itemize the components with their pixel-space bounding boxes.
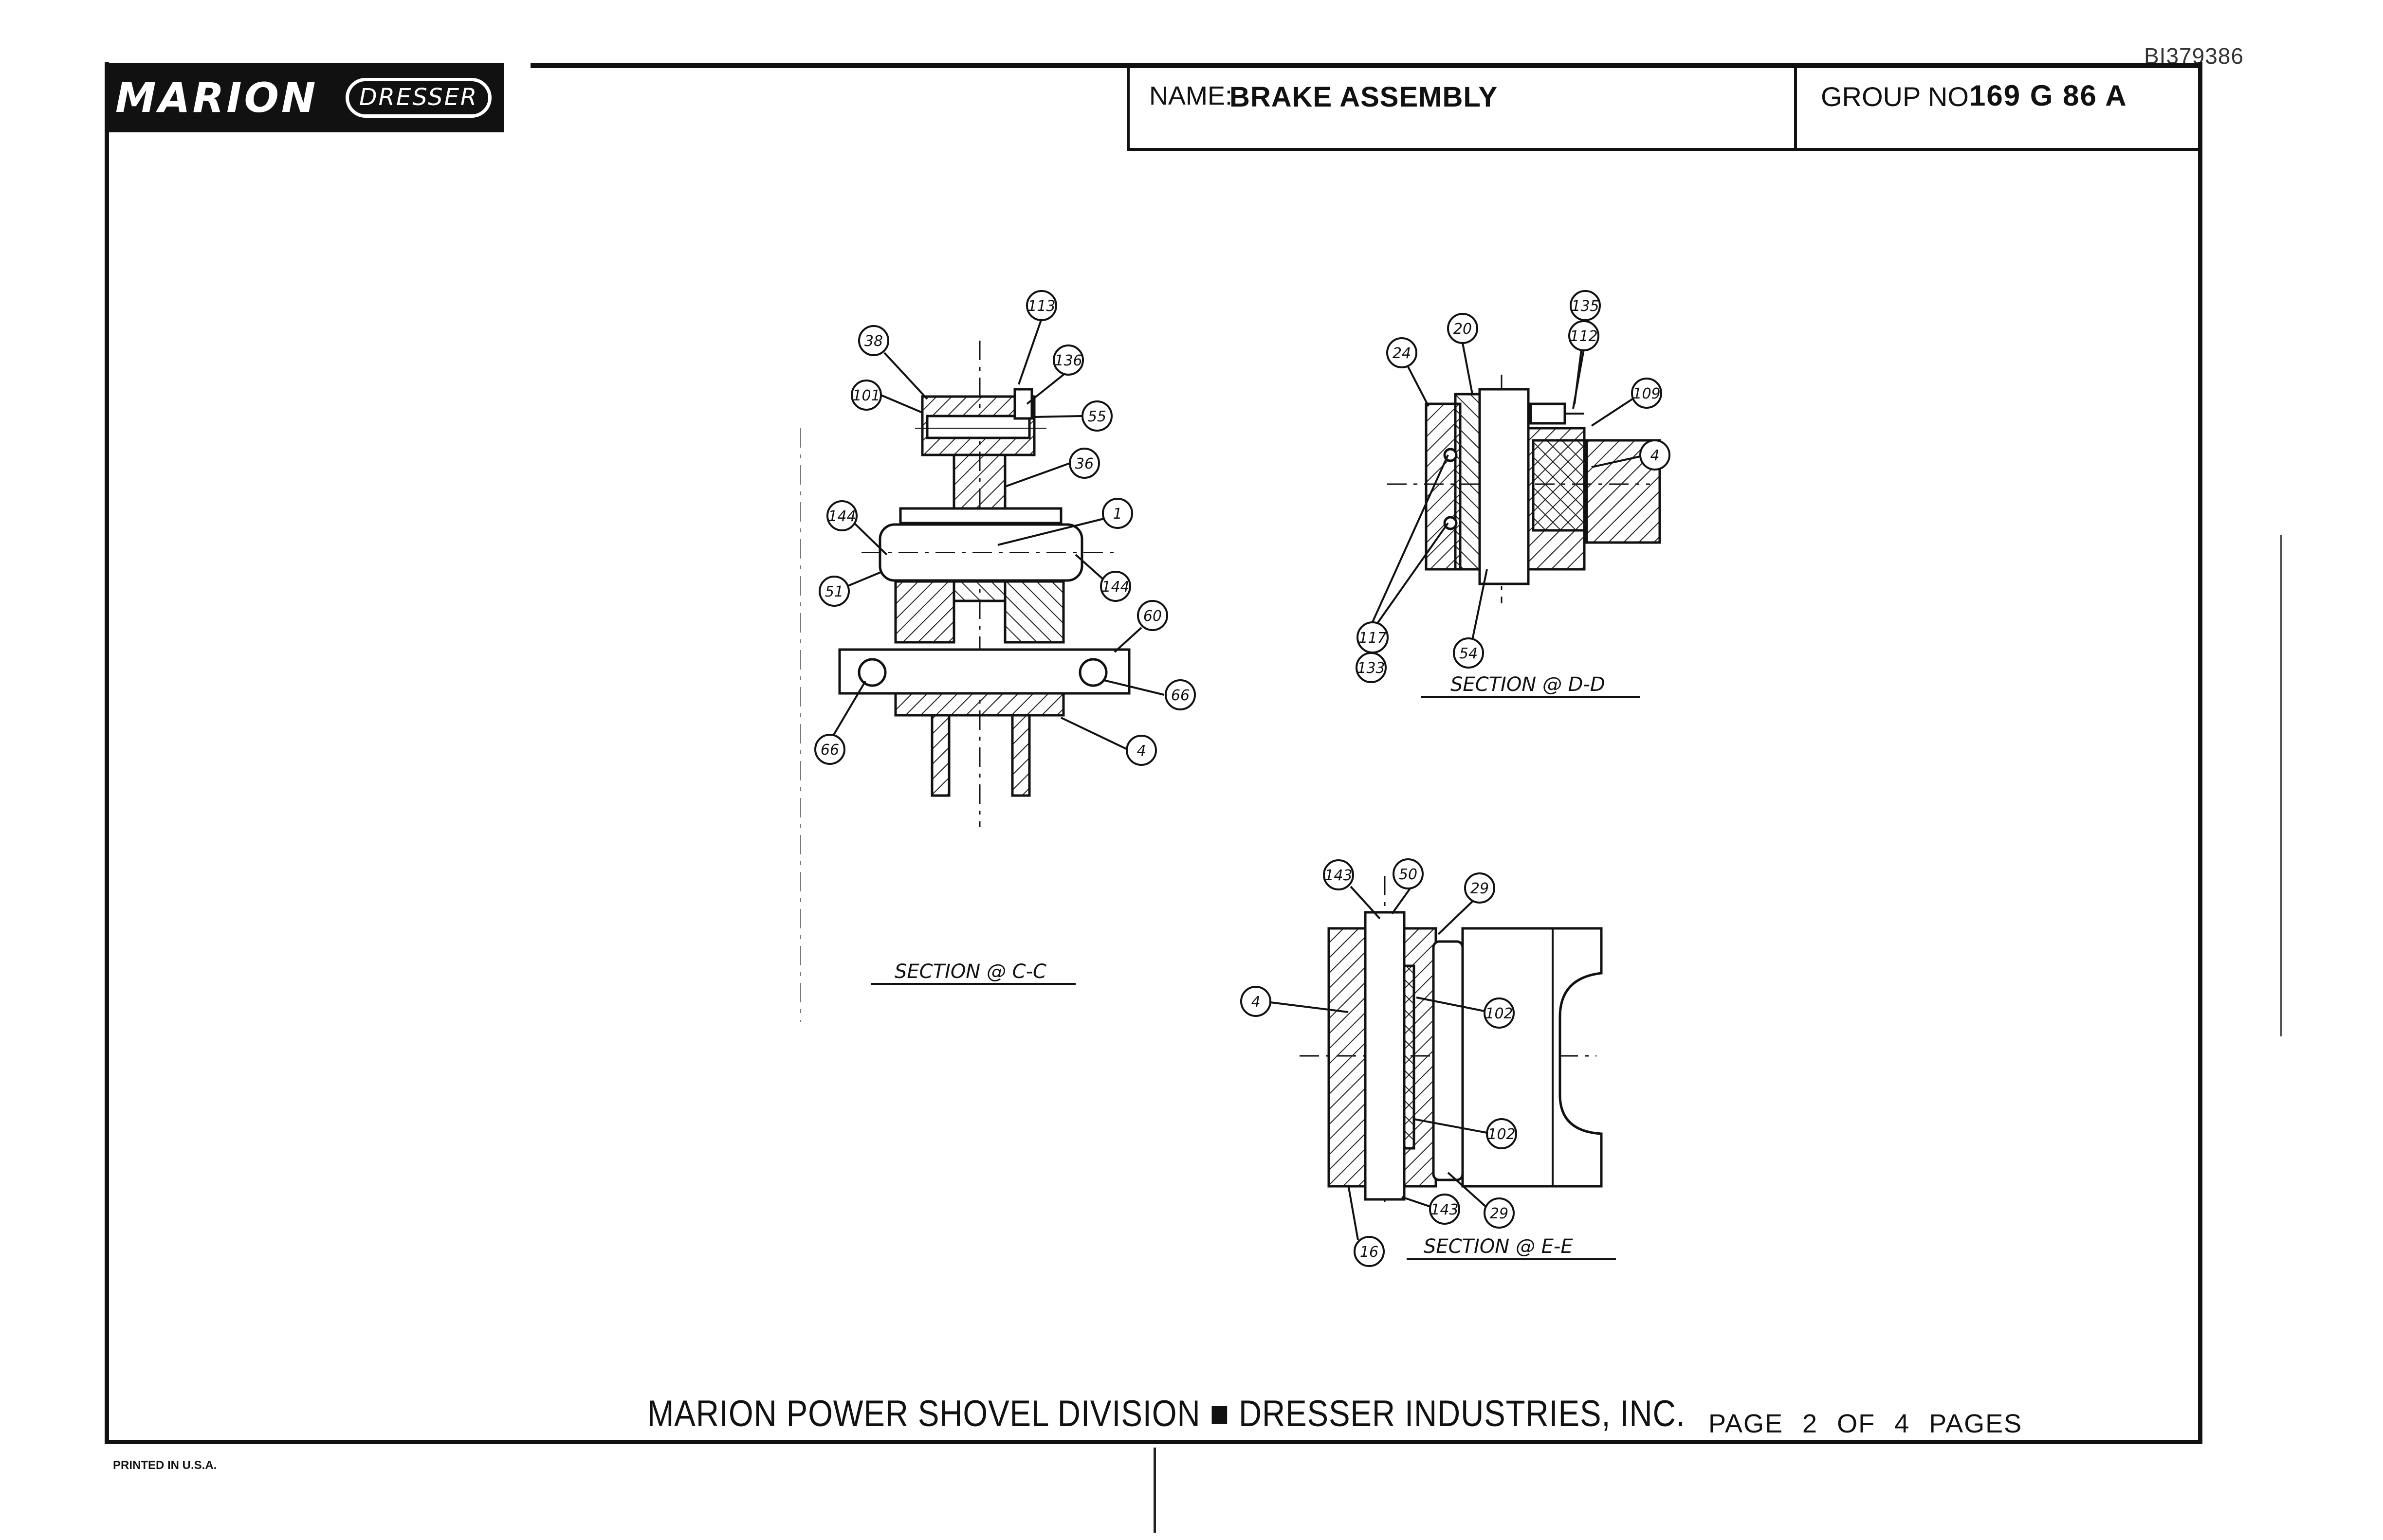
balloon-143: 143 <box>1324 867 1352 884</box>
edge-mark <box>2280 535 2282 1036</box>
center-mark <box>1154 1448 1156 1533</box>
balloon-136: 136 <box>1054 352 1082 369</box>
title-block-divider <box>1794 66 1797 151</box>
company-name: MARION POWER SHOVEL DIVISION ■ DRESSER I… <box>647 1393 1686 1434</box>
balloon-112: 112 <box>1570 328 1597 345</box>
balloon-113: 113 <box>1027 298 1055 315</box>
balloon-4: 4 <box>1137 743 1146 760</box>
balloon-51: 51 <box>825 583 843 600</box>
balloon-29: 29 <box>1470 880 1489 897</box>
balloon-117: 117 <box>1358 630 1386 647</box>
balloon-55: 55 <box>1088 408 1106 425</box>
section-cc-label: SECTION @ C-C <box>895 960 1046 983</box>
balloon-4: 4 <box>1251 994 1260 1011</box>
balloon-1: 1 <box>1113 506 1122 523</box>
balloon-24: 24 <box>1393 345 1411 362</box>
section-dd-label: SECTION @ D-D <box>1450 673 1605 696</box>
section-dd-view <box>1387 375 1661 603</box>
balloon-66: 66 <box>821 742 839 759</box>
balloon-29: 29 <box>1490 1205 1508 1222</box>
page-number: PAGE 2 OF 4 PAGES <box>1708 1409 2023 1438</box>
group-number: 169 G 86 A <box>1969 79 2127 112</box>
name-label: NAME: <box>1149 81 1233 110</box>
balloon-36: 36 <box>1075 455 1094 472</box>
balloon-101: 101 <box>852 387 880 404</box>
section-cc-view <box>800 341 1131 1022</box>
balloon-133: 133 <box>1357 660 1385 677</box>
logo-dresser-emblem: DRESSER <box>346 78 492 118</box>
group-number-label: GROUP NO <box>1821 81 1969 112</box>
balloon-20: 20 <box>1453 321 1472 338</box>
balloon-50: 50 <box>1399 866 1417 883</box>
balloon-38: 38 <box>864 333 883 350</box>
printed-in-usa: PRINTED IN U.S.A. <box>113 1459 217 1472</box>
balloon-16: 16 <box>1360 1244 1378 1261</box>
balloon-144: 144 <box>828 508 856 525</box>
balloon-135: 135 <box>1571 298 1599 315</box>
balloon-102: 102 <box>1485 1005 1513 1022</box>
marion-dresser-logo: MARION DRESSER <box>105 63 504 132</box>
balloon-4: 4 <box>1650 447 1659 464</box>
balloon-60: 60 <box>1143 608 1162 625</box>
balloon-109: 109 <box>1632 385 1660 402</box>
section-ee-label: SECTION @ E-E <box>1424 1235 1573 1258</box>
balloon-54: 54 <box>1459 645 1478 662</box>
section-ee-view <box>1300 876 1603 1207</box>
balloon-66: 66 <box>1171 687 1190 704</box>
balloon-102: 102 <box>1487 1126 1515 1143</box>
drawing-border <box>105 62 2202 1444</box>
title-block: NAME: BRAKE ASSEMBLY GROUP NO 169 G 86 A <box>1127 63 2202 151</box>
logo-marion-text: MARION <box>115 74 318 122</box>
balloon-144: 144 <box>1101 579 1129 596</box>
callout-balloons <box>814 290 1670 1267</box>
balloon-143: 143 <box>1430 1201 1458 1218</box>
assembly-name: BRAKE ASSEMBLY <box>1229 81 1498 113</box>
